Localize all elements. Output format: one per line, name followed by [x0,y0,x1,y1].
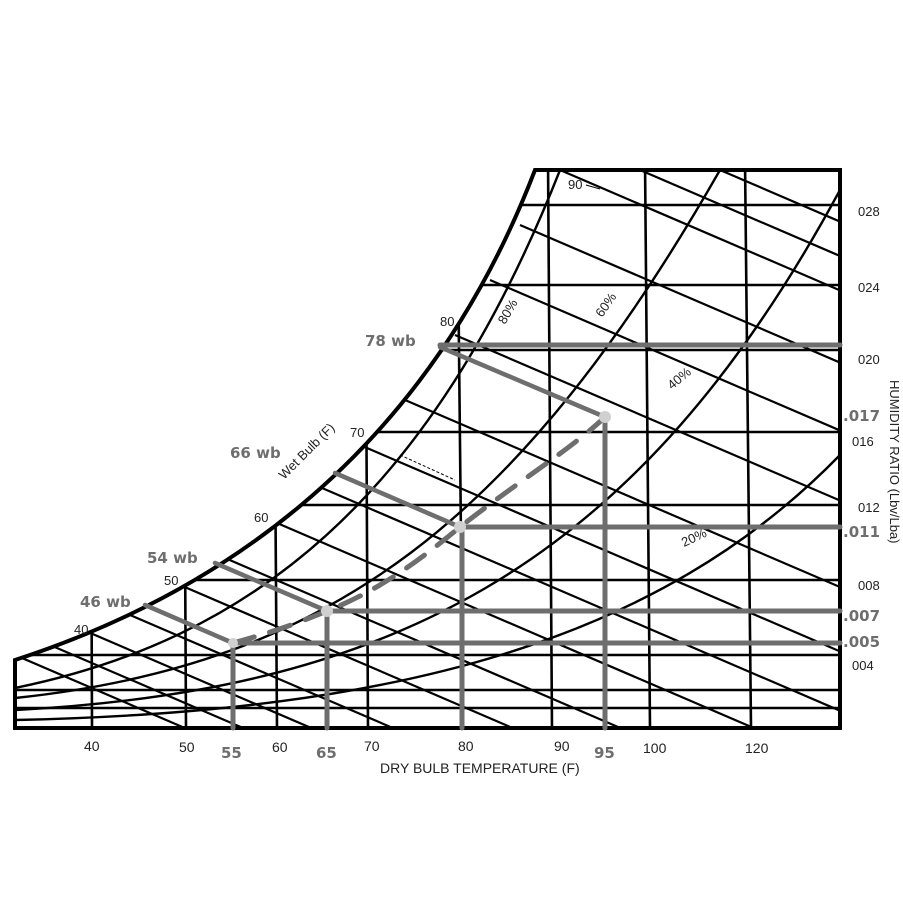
wet-bulb-line [559,170,840,292]
wet-bulb-axis-label: Wet Bulb (F) [276,420,338,482]
wet-bulb-line [519,223,840,364]
reference-dashed-line [399,454,456,481]
rh-label-60: 60% [592,289,619,319]
state-point [599,411,611,423]
db-label-95: 95 [594,744,615,762]
wet-bulb-line [15,653,186,728]
state-points [228,411,611,648]
wet-bulb-lines [15,170,840,728]
x-tick: 80 [458,738,474,754]
y-axis-ticks: 028 024 020 016 012 008 004 [852,204,880,673]
y-tick: 020 [858,352,880,367]
y-tick: 012 [858,500,880,515]
x-tick: 70 [364,738,380,754]
state-point [228,638,238,648]
db-label-55: 55 [221,744,242,762]
rh-label-80: 80% [495,296,521,326]
wet-bulb-line [87,630,312,728]
x-tick: 50 [179,739,195,755]
y-tick: 024 [858,280,880,295]
y-tick: 016 [852,434,874,449]
process-overlay [142,342,843,731]
y-axis-label: HUMIDITY RATIO (Lbv/Lba) [887,380,902,544]
wet-bulb-line [129,613,394,728]
wb-tick-70: 70 [350,425,364,440]
wb-label-54: 54 wb [147,549,198,567]
state-point [454,521,466,533]
wb-tick-80: 80 [440,314,454,329]
y-tick: 004 [852,658,874,673]
x-tick: 60 [272,739,288,755]
overlay-wet-bulb-lines [142,344,608,646]
wet-bulb-line [359,443,840,653]
x-tick: 90 [554,738,570,754]
x-axis-label: DRY BULB TEMPERATURE (F) [380,760,580,776]
rh-label-40: 40% [664,364,694,392]
relative-humidity-curves [15,170,840,722]
overlay-dry-bulb-lines [230,414,608,731]
wet-bulb-line [269,518,755,728]
y-tick: 028 [858,204,880,219]
wet-bulb-line [49,643,244,728]
hr-label-011: .011 [843,523,880,541]
wet-bulb-line [454,333,840,502]
wb-tick-60: 60 [254,510,268,525]
humidity-ratio-lines [15,203,840,710]
wb-tick-90: 90 [568,177,582,192]
wb-tick-50: 50 [164,573,178,588]
hr-label-017: .017 [843,407,880,425]
process-dashed-curve [230,414,608,646]
x-tick: 100 [643,740,667,756]
wet-bulb-line [489,278,840,432]
hr-label-007: .007 [843,607,880,625]
state-point [321,605,333,617]
wet-bulb-line [314,483,840,712]
x-tick: 40 [84,738,100,754]
wet-bulb-line [179,583,513,728]
y-tick: 008 [858,578,880,593]
x-tick: 120 [745,740,769,756]
wet-bulb-line [404,398,840,589]
db-label-65: 65 [316,744,337,762]
wb-label-46: 46 wb [80,593,131,611]
wet-bulb-line [639,170,840,258]
wb-tick-40: 40 [74,622,88,637]
x-axis-ticks: 40 50 60 70 80 90 100 120 [84,738,769,756]
hr-label-005: .005 [843,633,880,651]
overlay-humidity-lines [230,342,843,646]
wet-bulb-line [719,170,840,223]
wb-tick-arrow [585,184,601,190]
wb-label-66: 66 wb [230,444,281,462]
saturation-curve-frame [13,168,842,730]
wb-label-78: 78 wb [365,332,416,350]
